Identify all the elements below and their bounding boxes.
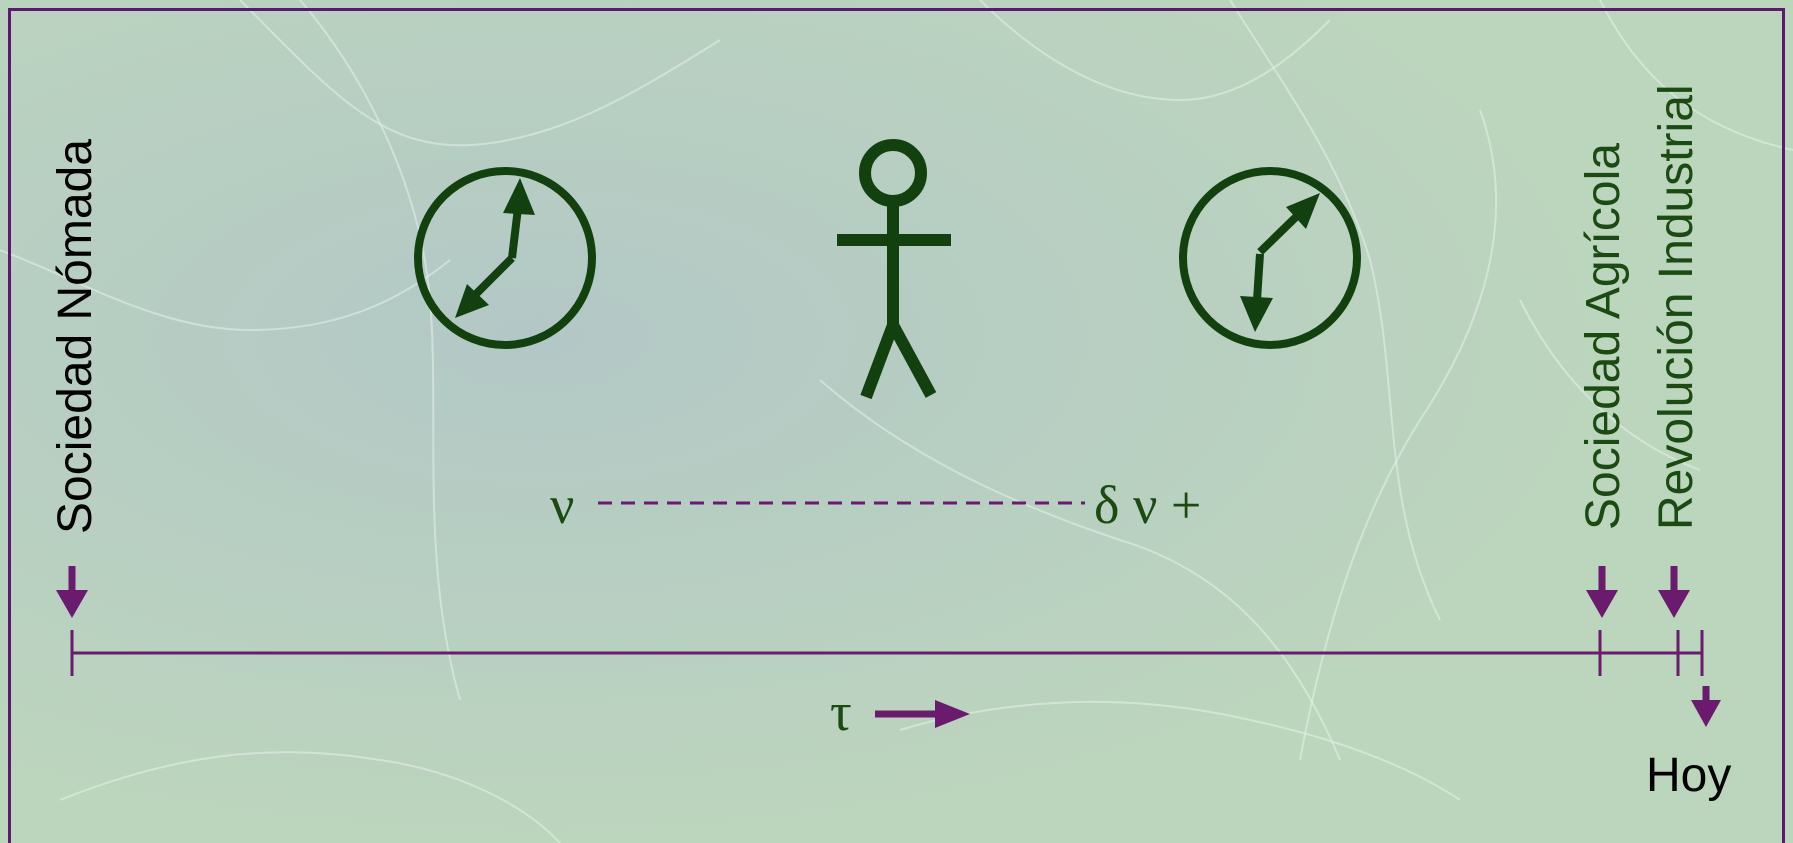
timeline <box>70 630 1704 676</box>
clock-icon <box>414 167 596 349</box>
label-hoy: Hoy <box>1646 749 1732 802</box>
down-arrow-icon <box>1658 566 1690 618</box>
symbol-nu: ν <box>550 475 575 535</box>
diagram-frame <box>8 8 1785 843</box>
symbol-tau: τ <box>830 682 852 742</box>
symbol-delta-nu-plus: δ ν + <box>1094 475 1202 535</box>
down-arrow-icon <box>56 566 88 618</box>
right-arrow-icon <box>875 700 970 728</box>
down-arrow-icon <box>1691 686 1721 727</box>
clock-icon <box>1179 167 1361 349</box>
stick-figure-icon <box>837 139 951 400</box>
down-arrow-icon <box>1586 566 1618 618</box>
